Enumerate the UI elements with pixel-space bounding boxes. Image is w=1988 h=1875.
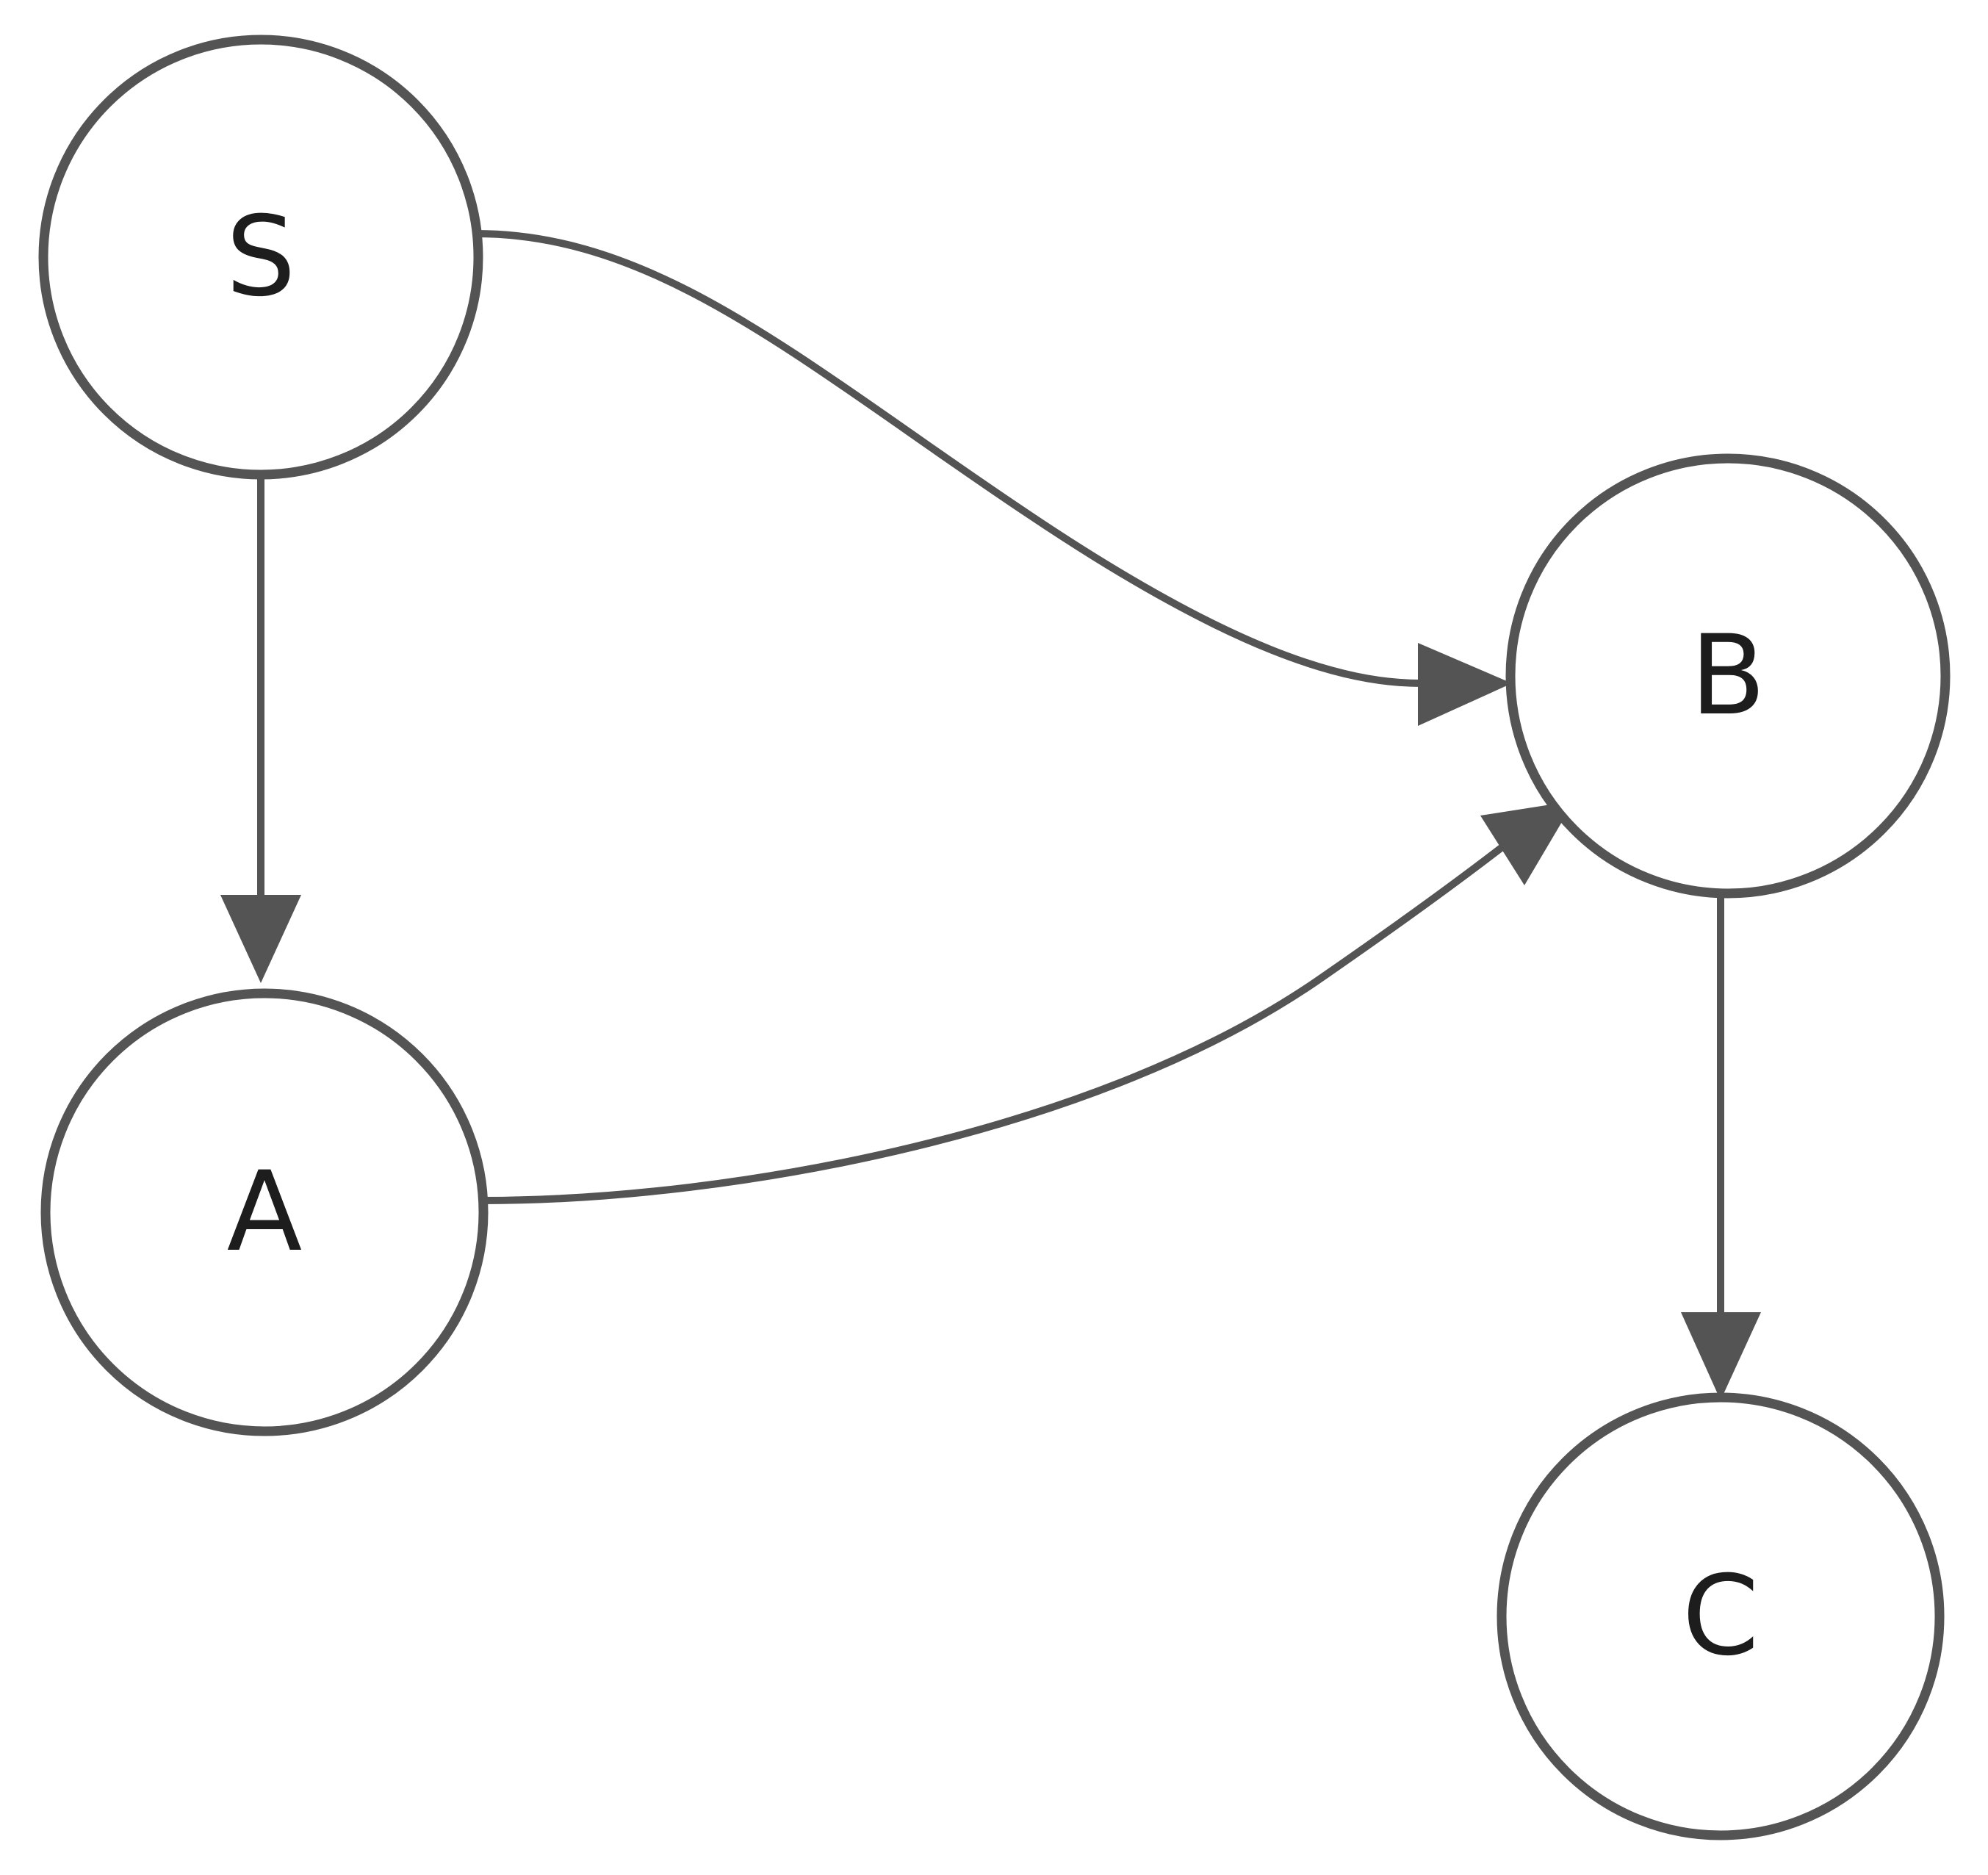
edge-b-to-c[interactable] bbox=[1681, 893, 1761, 1400]
node-circle bbox=[1505, 453, 1951, 899]
node-label: B bbox=[1690, 612, 1766, 740]
node-label: A bbox=[227, 1148, 303, 1276]
node-b[interactable]: B bbox=[1505, 453, 1951, 899]
node-circle bbox=[1497, 1392, 1945, 1840]
edge-s-to-a[interactable] bbox=[220, 477, 301, 983]
edge-line bbox=[475, 230, 1422, 687]
arrowhead-icon bbox=[1480, 801, 1574, 885]
nodes-layer: S A B C bbox=[38, 35, 1951, 1840]
edge-a-to-b[interactable] bbox=[482, 801, 1574, 1204]
node-label: C bbox=[1682, 1552, 1760, 1680]
arrowhead-icon bbox=[220, 895, 301, 983]
node-circle bbox=[40, 988, 489, 1436]
node-circle bbox=[38, 35, 483, 480]
edge-line bbox=[482, 838, 1513, 1204]
node-c[interactable]: C bbox=[1497, 1392, 1945, 1840]
edges-layer bbox=[220, 230, 1761, 1400]
node-label: S bbox=[226, 193, 295, 321]
node-a[interactable]: A bbox=[40, 988, 489, 1436]
edge-s-to-b[interactable] bbox=[475, 230, 1512, 726]
arrowhead-icon bbox=[1681, 1312, 1761, 1400]
node-s[interactable]: S bbox=[38, 35, 483, 480]
arrowhead-icon bbox=[1418, 643, 1512, 726]
